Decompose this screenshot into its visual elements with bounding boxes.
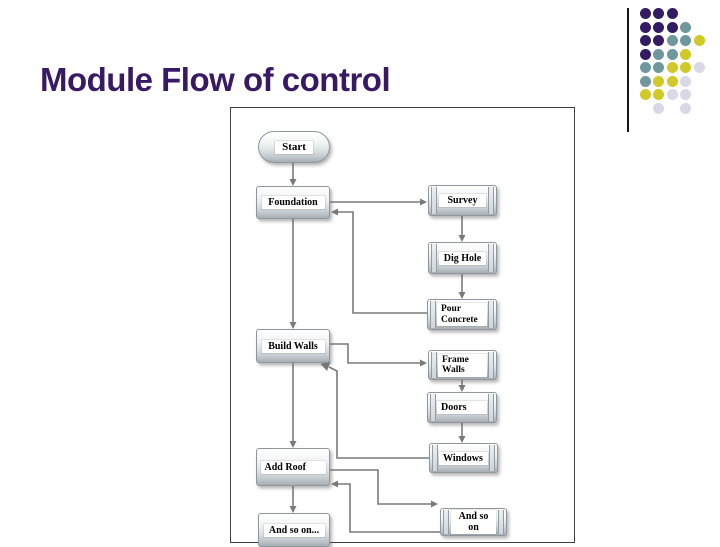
deco-dot <box>653 75 665 87</box>
deco-dot <box>653 62 665 73</box>
flow-node-frame-walls-label: Frame Walls <box>438 353 487 377</box>
deco-dot <box>666 75 678 87</box>
flow-node-and-so-on-left-label: And so on... <box>263 523 325 537</box>
flow-node-survey: Survey <box>428 185 497 216</box>
flow-node-pour-concrete: Pour Concrete <box>427 299 497 330</box>
deco-dot <box>693 62 705 73</box>
deco-dot <box>640 89 651 100</box>
flow-node-windows: Windows <box>429 443 498 473</box>
deco-dot <box>653 89 665 100</box>
deco-dot <box>680 75 692 87</box>
flow-node-add-roof-label: Add Roof <box>260 460 326 474</box>
flow-node-foundation-label: Foundation <box>261 196 325 209</box>
deco-dot <box>640 21 651 33</box>
dot-pattern <box>0 0 720 140</box>
flow-node-build-walls: Build Walls <box>256 329 330 363</box>
deco-dot <box>640 62 651 73</box>
deco-dot <box>666 48 678 60</box>
flow-node-survey-label: Survey <box>439 194 486 207</box>
flow-node-build-walls-label: Build Walls <box>261 339 325 353</box>
deco-dot <box>666 35 678 46</box>
flow-node-dig-hole: Dig Hole <box>428 242 497 274</box>
deco-dot <box>653 35 665 46</box>
deco-dot <box>680 35 692 46</box>
deco-dot <box>666 89 678 100</box>
deco-dot <box>693 35 705 46</box>
deco-dot <box>680 102 692 114</box>
deco-dot <box>666 8 678 19</box>
deco-dot <box>680 21 692 33</box>
flow-node-pour-concrete-label: Pour Concrete <box>437 303 487 326</box>
deco-dot <box>640 48 651 60</box>
flow-node-dig-hole-label: Dig Hole <box>439 251 486 265</box>
deco-dot <box>640 8 651 19</box>
deco-dot <box>666 62 678 73</box>
deco-dot <box>653 8 665 19</box>
flow-node-and-so-on-left: And so on... <box>258 513 330 547</box>
flow-node-and-so-on-right-label: And so on <box>451 510 496 534</box>
flow-node-start-label: Start <box>275 140 313 154</box>
page-title: Module Flow of control <box>40 61 391 98</box>
deco-dot <box>680 62 692 73</box>
flow-node-foundation: Foundation <box>256 186 330 219</box>
deco-dot <box>680 89 692 100</box>
flow-node-frame-walls: Frame Walls <box>428 350 497 380</box>
flow-node-windows-label: Windows <box>439 451 488 465</box>
flow-node-doors: Doors <box>427 392 497 423</box>
flow-node-doors-label: Doors <box>437 401 487 414</box>
deco-dot <box>680 48 692 60</box>
flow-node-and-so-on-right: And so on <box>440 508 507 536</box>
deco-dot <box>653 21 665 33</box>
deco-dot <box>640 35 651 46</box>
deco-dot <box>666 21 678 33</box>
flow-node-add-roof: Add Roof <box>256 448 330 486</box>
decoration-vertical-line <box>627 8 629 132</box>
deco-dot <box>640 75 651 87</box>
deco-dot <box>653 102 665 114</box>
flow-node-start: Start <box>258 131 330 163</box>
deco-dot <box>653 48 665 60</box>
